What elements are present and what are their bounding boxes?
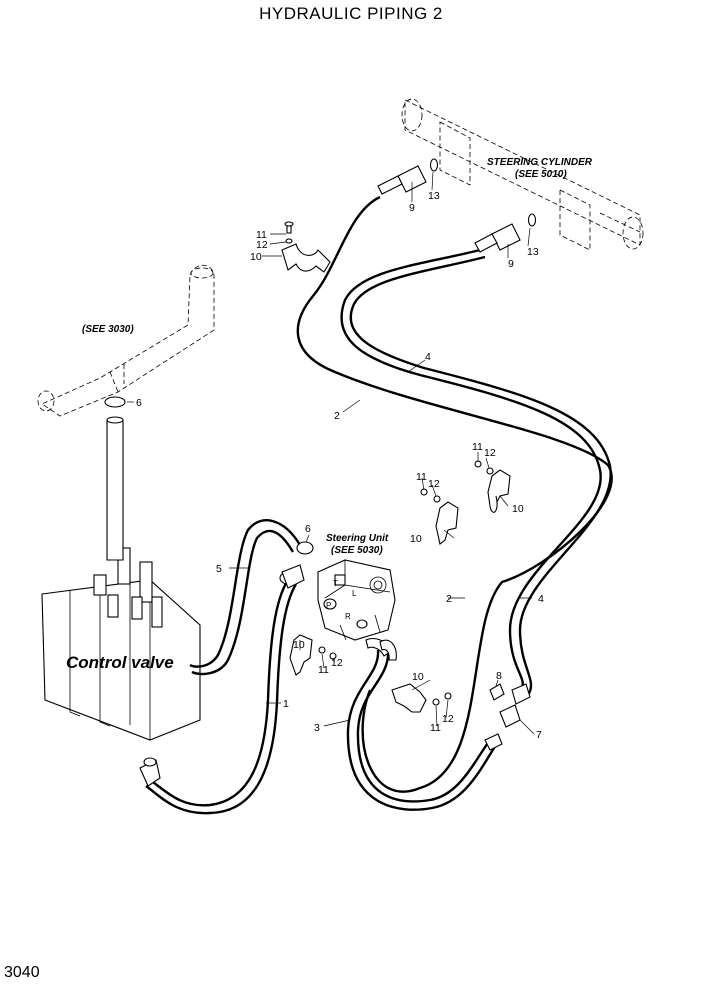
part-label: 10 [410, 533, 422, 545]
steering-unit [317, 559, 396, 641]
hoses [145, 187, 613, 815]
part-label: 6 [305, 523, 311, 535]
steering-cylinder [401, 98, 644, 251]
port-r-label: R [345, 612, 351, 621]
port-t-label: T [333, 579, 338, 588]
part-label: 12 [256, 239, 268, 251]
part-label: 5 [216, 563, 222, 575]
upper-tube-3030 [37, 264, 215, 417]
see-3030-ref: (SEE 3030) [82, 324, 134, 335]
part-label: 4 [425, 351, 431, 363]
part-label: 12 [428, 478, 440, 490]
part-label: 13 [428, 190, 440, 202]
clamp-group-mid [420, 488, 459, 545]
page-number: 3040 [4, 964, 40, 981]
part-label: 13 [527, 246, 539, 258]
part-label: 10 [293, 639, 305, 651]
part-label: 1 [283, 698, 289, 710]
part-label: 10 [250, 251, 262, 263]
leader-lines [127, 171, 535, 735]
clamp-group-top [281, 221, 331, 273]
part-label: 4 [538, 593, 544, 605]
part-label: 11 [318, 664, 329, 676]
part-label: 6 [136, 397, 142, 409]
clamp-group-right-upper [474, 460, 511, 513]
part-label: 10 [412, 671, 424, 683]
text-labels: STEERING CYLINDER (SEE 5010) (SEE 3030) … [66, 157, 593, 741]
part-label: 11 [430, 722, 441, 734]
page-title: HYDRAULIC PIPING 2 [259, 4, 443, 23]
clamp-group-left-lower [289, 634, 337, 676]
steering-unit-label: Steering Unit [326, 533, 389, 544]
part-label: 11 [256, 229, 267, 241]
part-label: 8 [496, 670, 502, 682]
port-l-label: L [352, 589, 357, 598]
hose-fittings [139, 158, 537, 787]
steering-cylinder-label: STEERING CYLINDER [487, 157, 593, 168]
part-label: 11 [472, 441, 483, 453]
part-label: 10 [512, 503, 524, 515]
part-label: 9 [409, 202, 415, 214]
steering-cylinder-ref: (SEE 5010) [515, 169, 567, 180]
part-label: 12 [442, 713, 454, 725]
clamp-group-right-lower [391, 683, 452, 713]
part-label: 7 [536, 729, 542, 741]
vertical-pipe [104, 396, 126, 561]
part-label: 2 [446, 593, 452, 605]
part-label: 2 [334, 410, 340, 422]
part-label: 9 [508, 258, 514, 270]
part-label: 12 [331, 657, 343, 669]
part-label: 3 [314, 722, 320, 734]
steering-unit-ref: (SEE 5030) [331, 545, 383, 556]
part-label: 12 [484, 447, 496, 459]
part-label: 11 [416, 471, 427, 483]
port-p-label: P [326, 601, 331, 610]
control-valve-label: Control valve [66, 653, 174, 672]
control-valve-body [41, 547, 201, 741]
